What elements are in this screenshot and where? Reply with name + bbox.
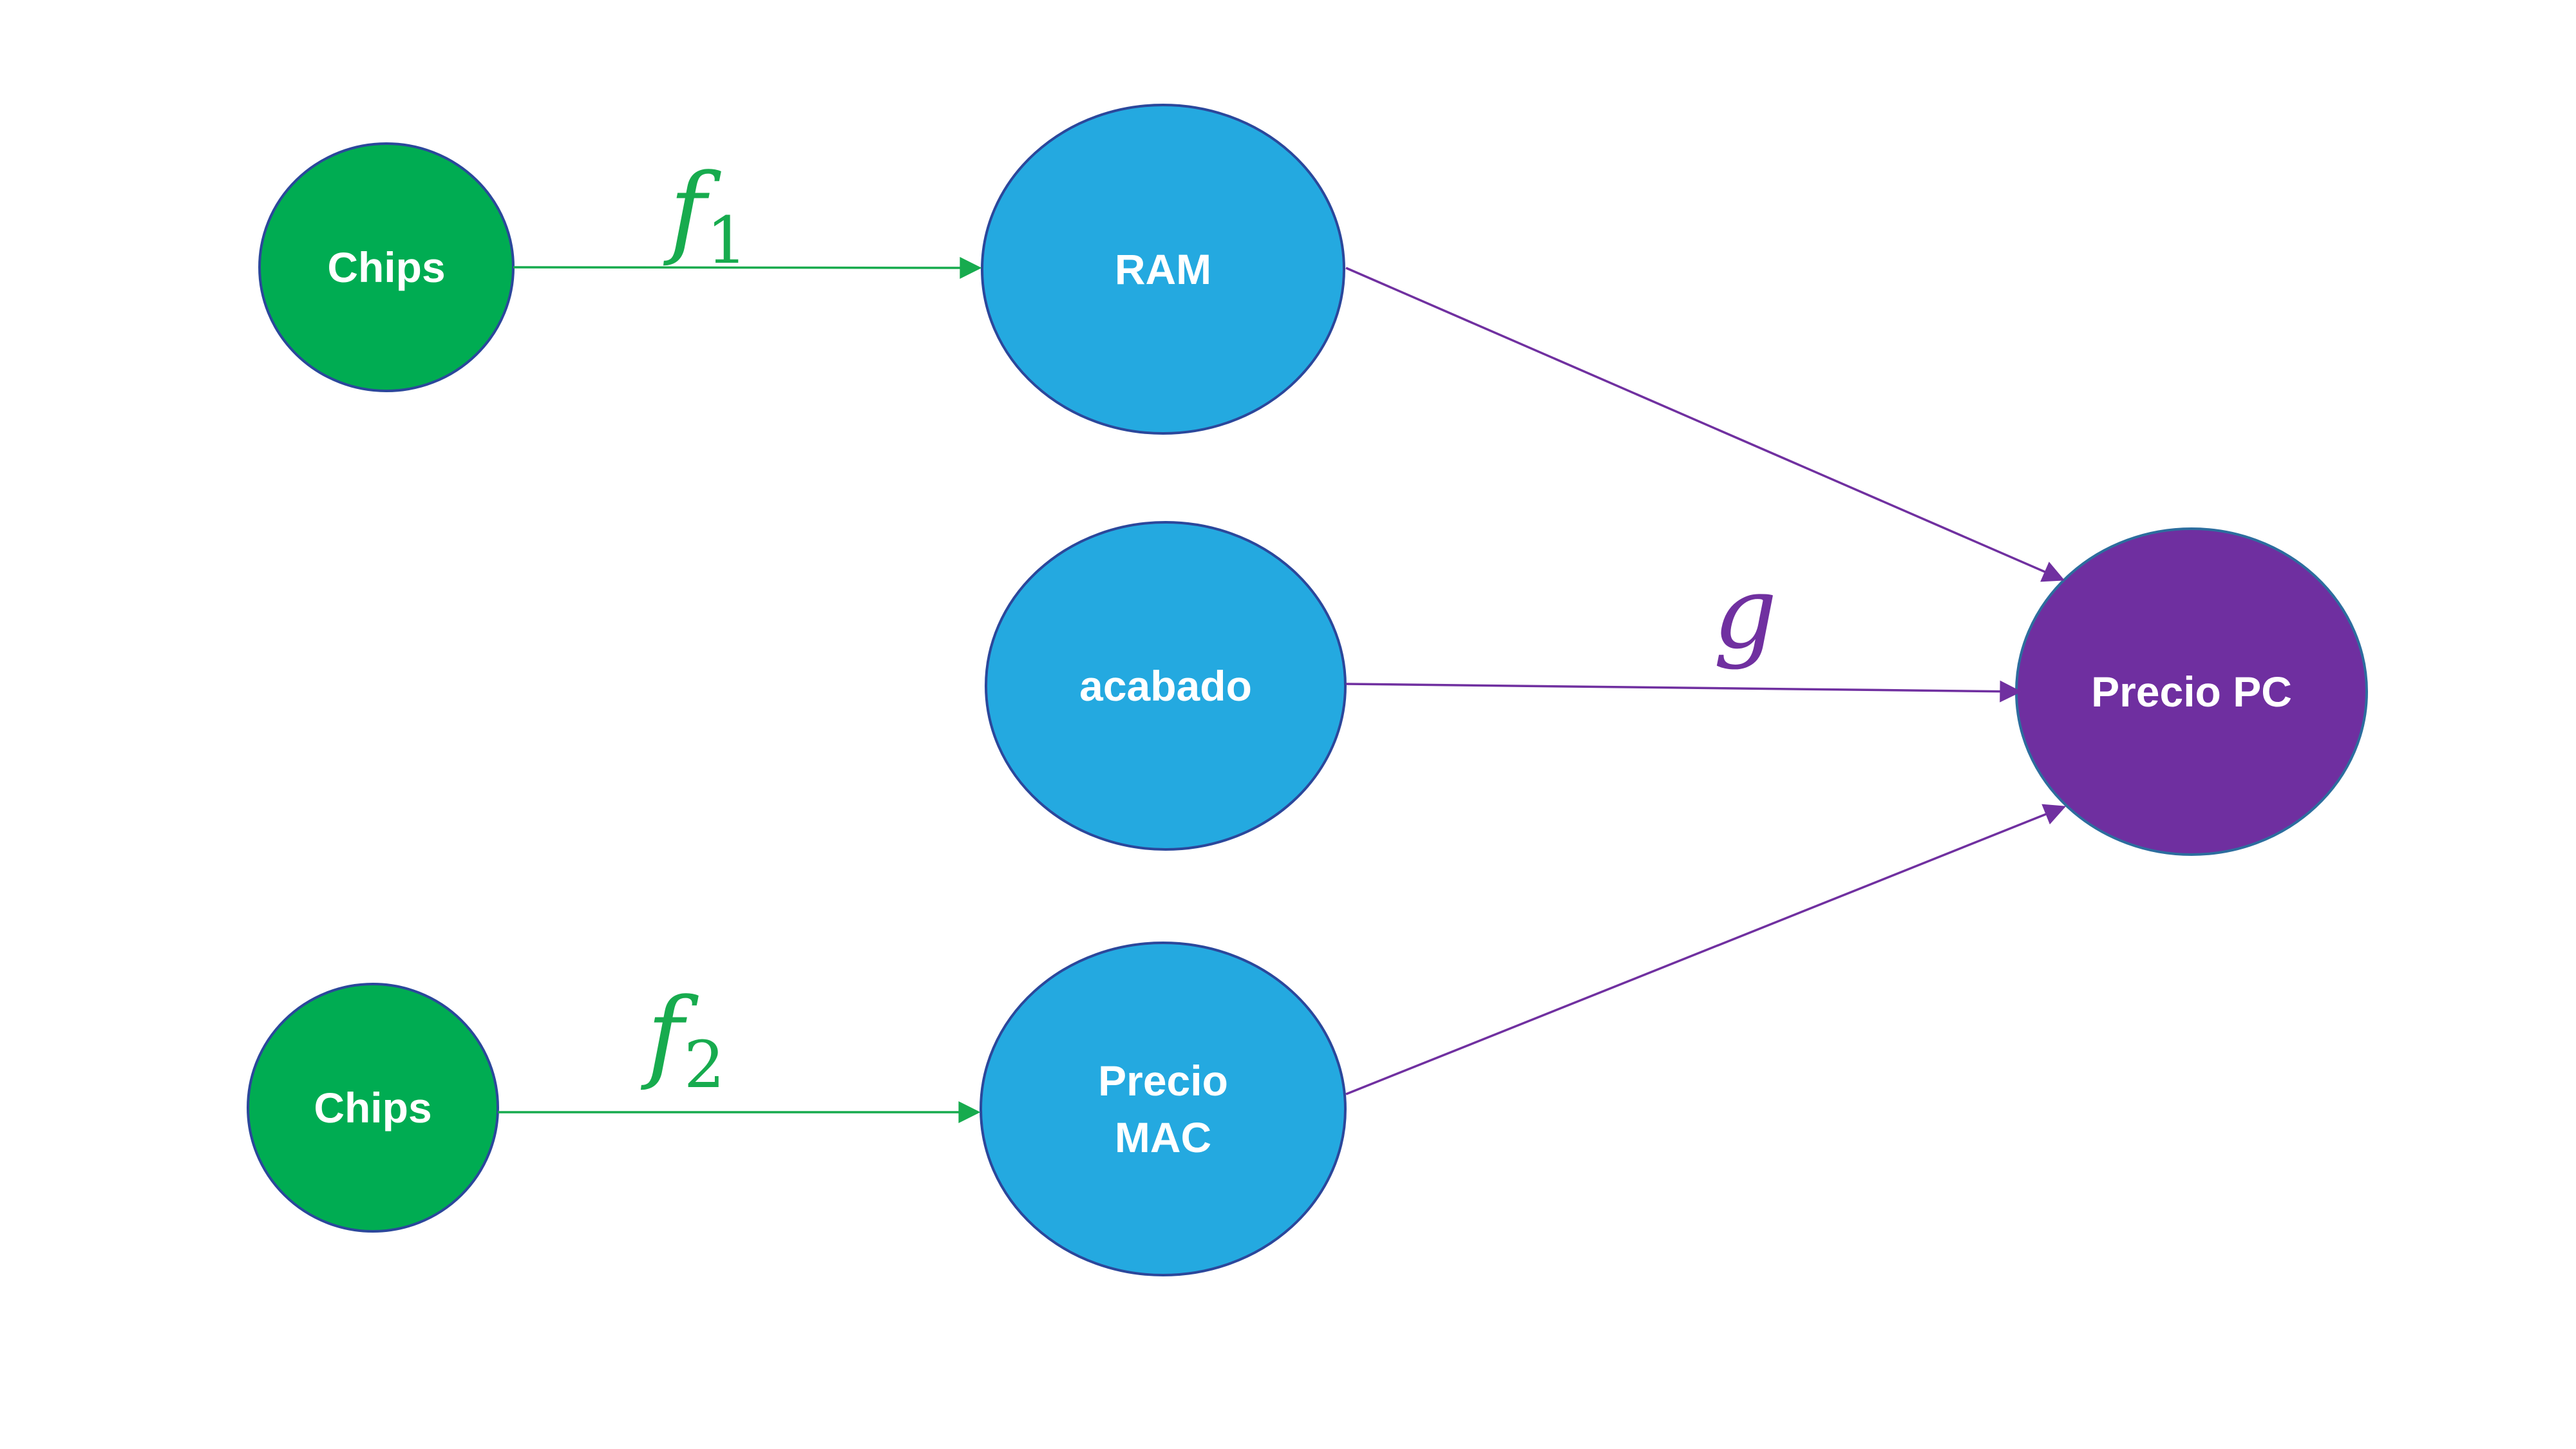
node-shape-precio-mac — [980, 942, 1347, 1276]
node-label-chips-bottom: Chips — [314, 1084, 431, 1132]
edge-f1-chips-ram: f1 — [513, 152, 982, 279]
node-acabado: acabado — [985, 521, 1347, 851]
node-chips-top: Chips — [258, 142, 515, 392]
node-shape-acabado — [985, 521, 1347, 851]
edge-f2-chips-mac: f2 — [498, 976, 981, 1123]
edge-label-g-acabado-preciopc: g — [1713, 554, 1777, 671]
edge-ram-preciopc — [1345, 267, 2065, 582]
node-label-chips-top: Chips — [327, 243, 445, 291]
node-label-ram: RAM — [1115, 245, 1211, 293]
node-precio-pc: Precio PC — [2015, 527, 2368, 856]
node-chips-bottom: Chips — [247, 983, 499, 1233]
edge-mac-preciopc — [1345, 804, 2067, 1095]
edge-line-g-acabado-preciopc — [1345, 680, 2022, 703]
node-shape-ram — [981, 104, 1345, 435]
edge-line-mac-preciopc — [1345, 804, 2067, 1095]
edge-label-f1-chips-ram: f1 — [663, 152, 748, 278]
node-ram: RAM — [981, 104, 1345, 435]
edge-line-ram-preciopc — [1345, 267, 2065, 582]
node-label-acabado: acabado — [1079, 662, 1252, 710]
node-shape-chips-bottom — [247, 983, 499, 1233]
edge-g-acabado-preciopc: g — [1345, 554, 2022, 703]
edge-line-f1-chips-ram — [513, 256, 982, 279]
node-label-precio-pc: Precio PC — [2091, 668, 2292, 715]
edge-label-f2-chips-mac: f2 — [641, 976, 725, 1103]
